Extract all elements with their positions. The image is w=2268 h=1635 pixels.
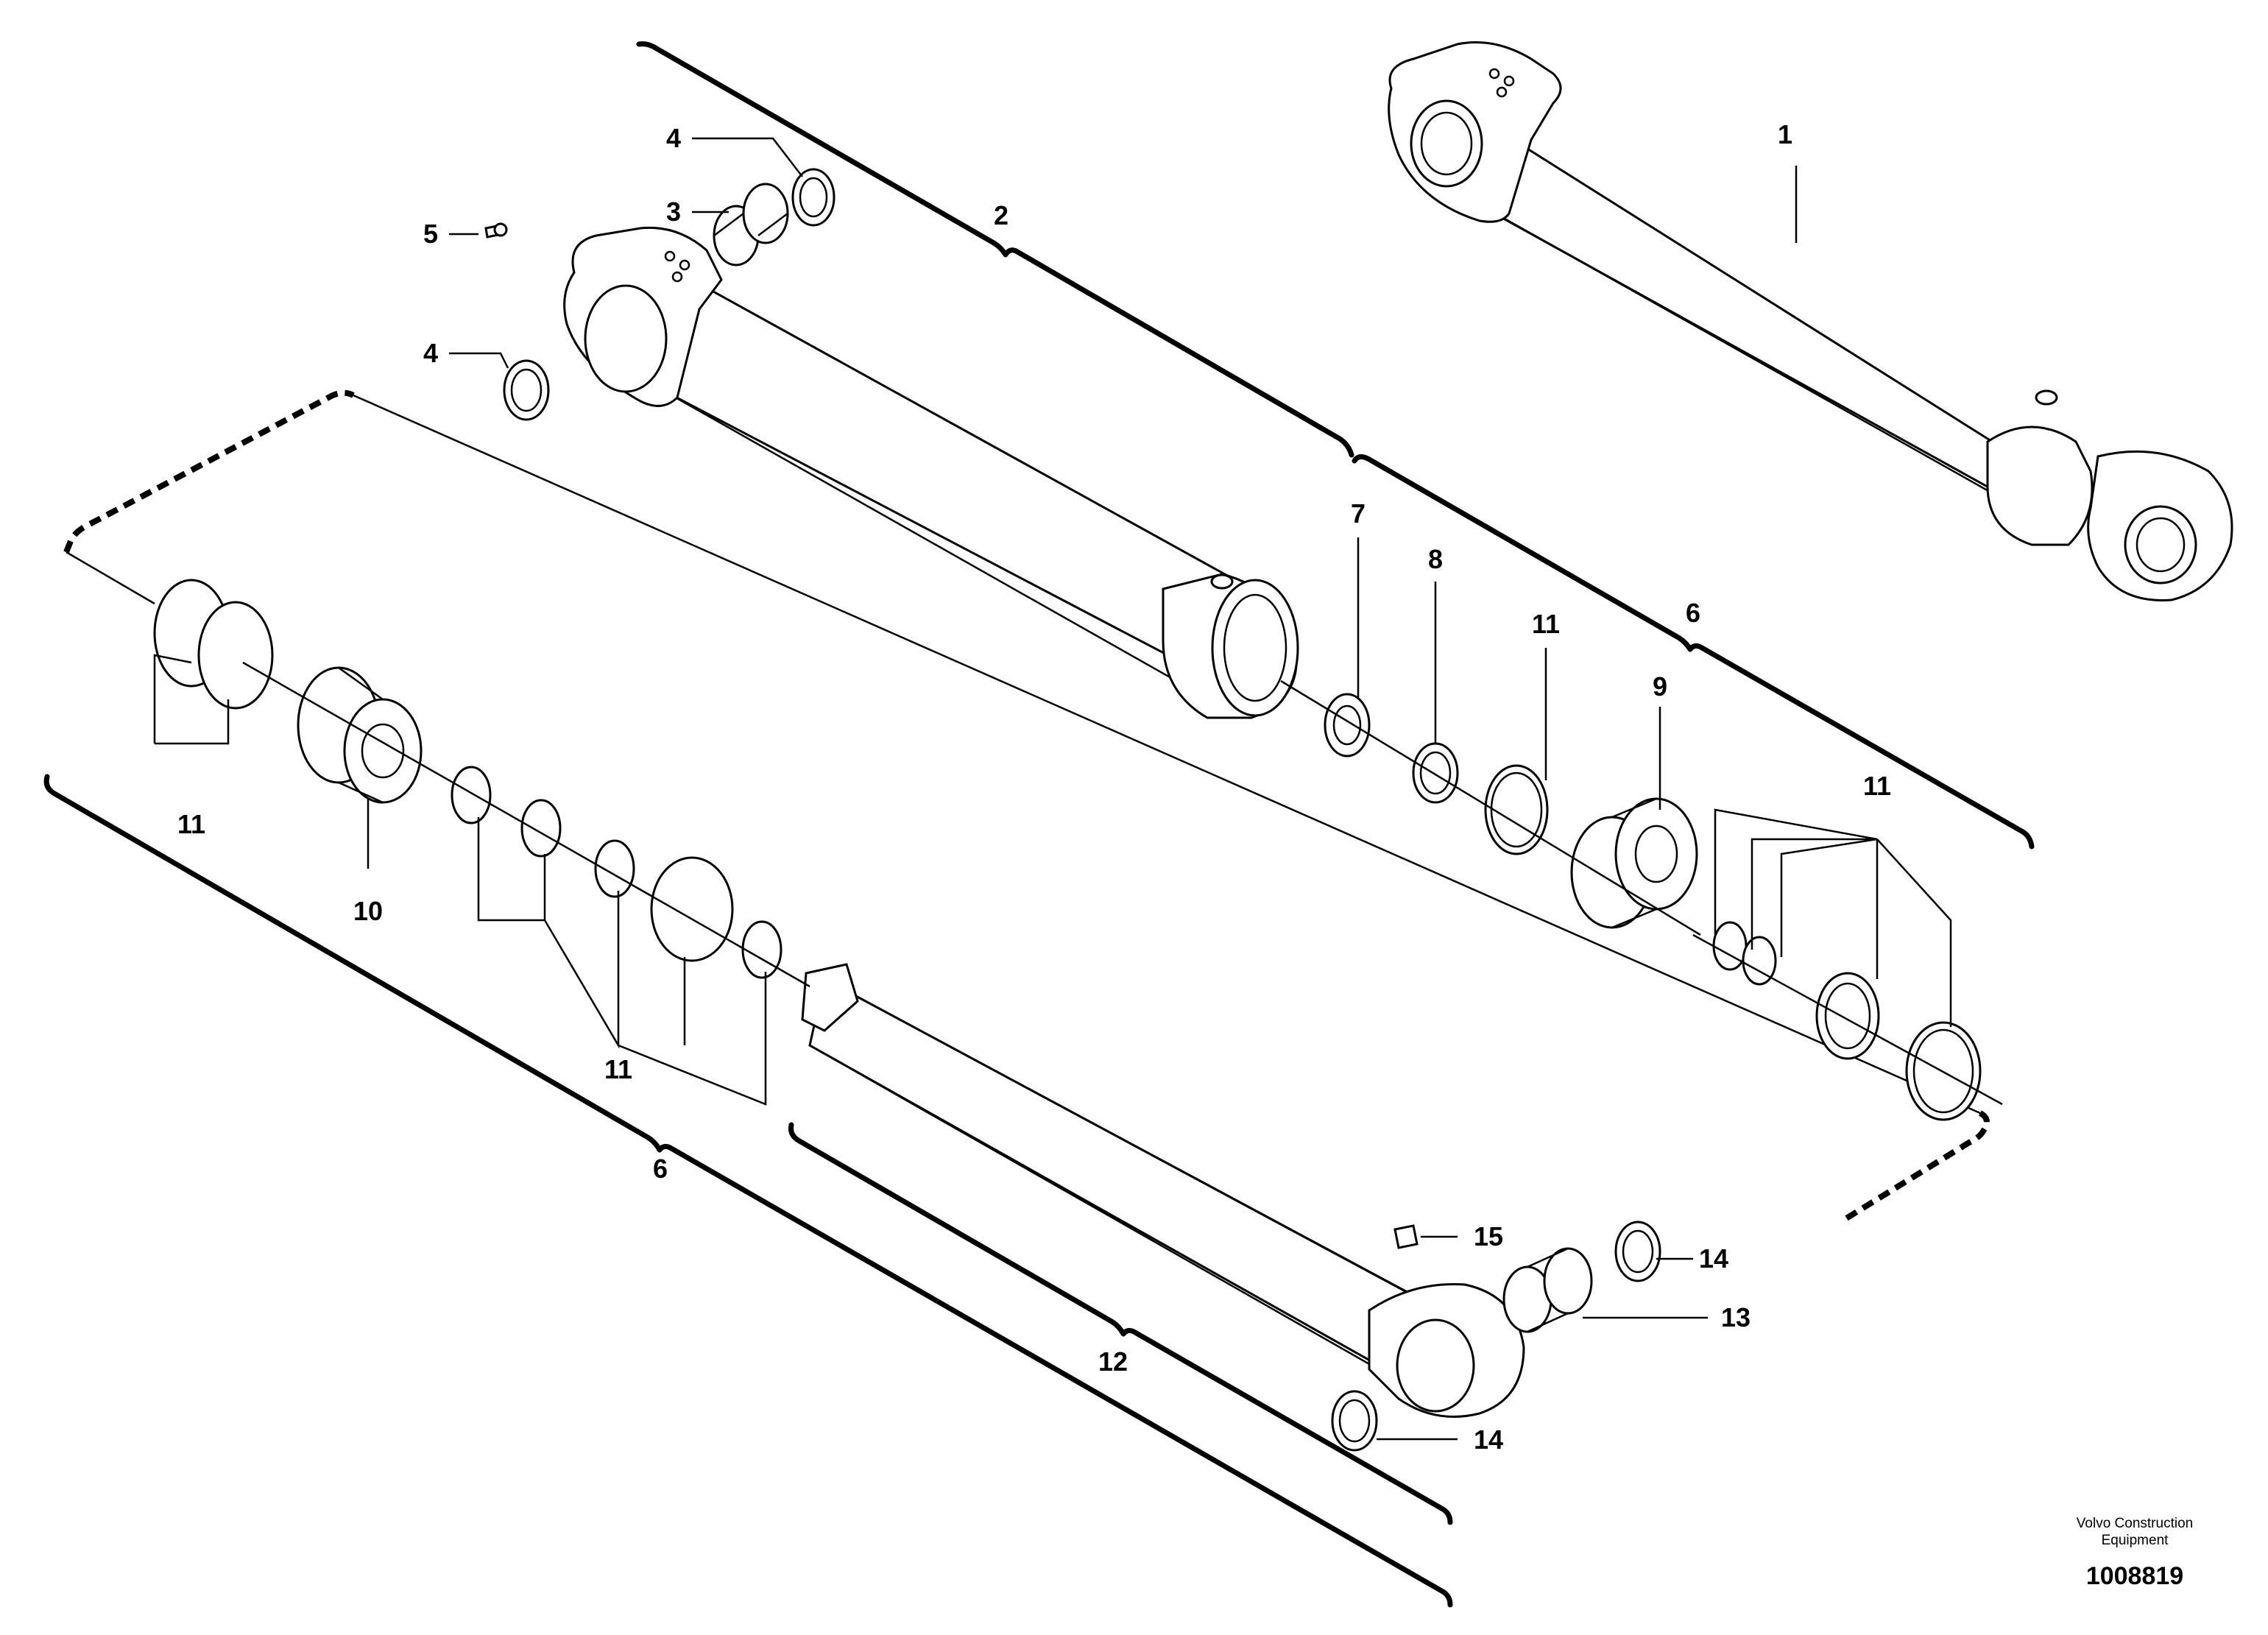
- seal-ring-part-4-left: [503, 359, 550, 421]
- leader-4-left: [449, 352, 509, 369]
- callout-13: 13: [1721, 1302, 1751, 1332]
- callout-9: 9: [1653, 671, 1667, 702]
- bracket-2: [636, 41, 1354, 458]
- document-number: 1008819: [2086, 1562, 2183, 1590]
- seal-set-part-11b: [1712, 921, 1982, 1121]
- bracket-12: [788, 1122, 1453, 1525]
- callout-11-right: 11: [1863, 771, 1891, 801]
- cylinder-head-part-10: [297, 666, 423, 804]
- callout-3: 3: [666, 197, 681, 227]
- grease-nipple-part-5: [484, 222, 508, 239]
- callout-4-top: 4: [666, 123, 681, 153]
- callout-6-lower: 6: [653, 1154, 668, 1184]
- callout-1: 1: [1778, 119, 1792, 149]
- piston-part-9: [1570, 797, 1698, 929]
- piston-rod-part-12: [801, 963, 1525, 1418]
- o-rings-part-11-left: [153, 579, 274, 710]
- seal-ring-part-4-top: [791, 168, 836, 227]
- callout-14-bottom: 14: [1474, 1424, 1503, 1455]
- callout-12: 12: [1098, 1346, 1128, 1377]
- callout-2: 2: [994, 200, 1008, 230]
- callout-11-mid: 11: [604, 1054, 632, 1084]
- callout-8: 8: [1428, 544, 1443, 574]
- callout-11-left: 11: [177, 809, 205, 839]
- brand-line-1: Volvo Construction: [2077, 1516, 2193, 1531]
- bushing-part-3: [713, 183, 789, 266]
- callout-7: 7: [1351, 498, 1366, 529]
- callout-11-upper: 11: [1532, 609, 1560, 639]
- seal-kit-outline: [63, 389, 355, 554]
- bracket-6-upper: [1352, 454, 2035, 850]
- callout-15: 15: [1474, 1221, 1503, 1251]
- callout-6-upper: 6: [1686, 598, 1700, 628]
- cylinder-barrel-part-2: [563, 226, 1299, 719]
- grease-nipple-part-15: [1393, 1224, 1419, 1249]
- seal-ring-part-14-bottom: [1331, 1390, 1378, 1452]
- callout-5: 5: [423, 219, 438, 249]
- bracket-6-lower: [43, 774, 1453, 1608]
- leader-4-top: [692, 137, 803, 177]
- complete-cylinder-part-1: [1388, 41, 2233, 601]
- callout-4-left: 4: [423, 338, 438, 368]
- callout-14-right: 14: [1699, 1243, 1728, 1274]
- seal-kit-outline-bottom: [1838, 1110, 1990, 1225]
- nut-part-7: [1324, 693, 1371, 758]
- lock-washer-part-8: [1412, 742, 1459, 804]
- brand-line-2: Equipment: [2102, 1533, 2169, 1548]
- callout-10: 10: [353, 896, 383, 926]
- head-seals-part-11: [451, 766, 783, 979]
- bushing-part-13: [1502, 1247, 1593, 1333]
- seal-ring-part-14-right: [1614, 1221, 1661, 1282]
